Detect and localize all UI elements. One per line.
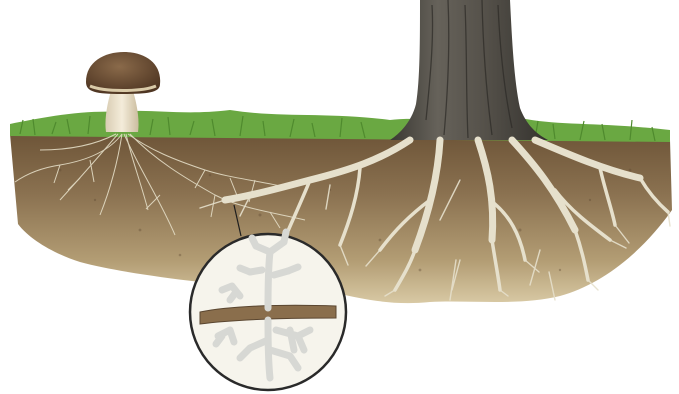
tree-trunk <box>390 0 548 140</box>
mushroom-stem <box>105 88 138 132</box>
magnified-inset <box>190 232 346 390</box>
